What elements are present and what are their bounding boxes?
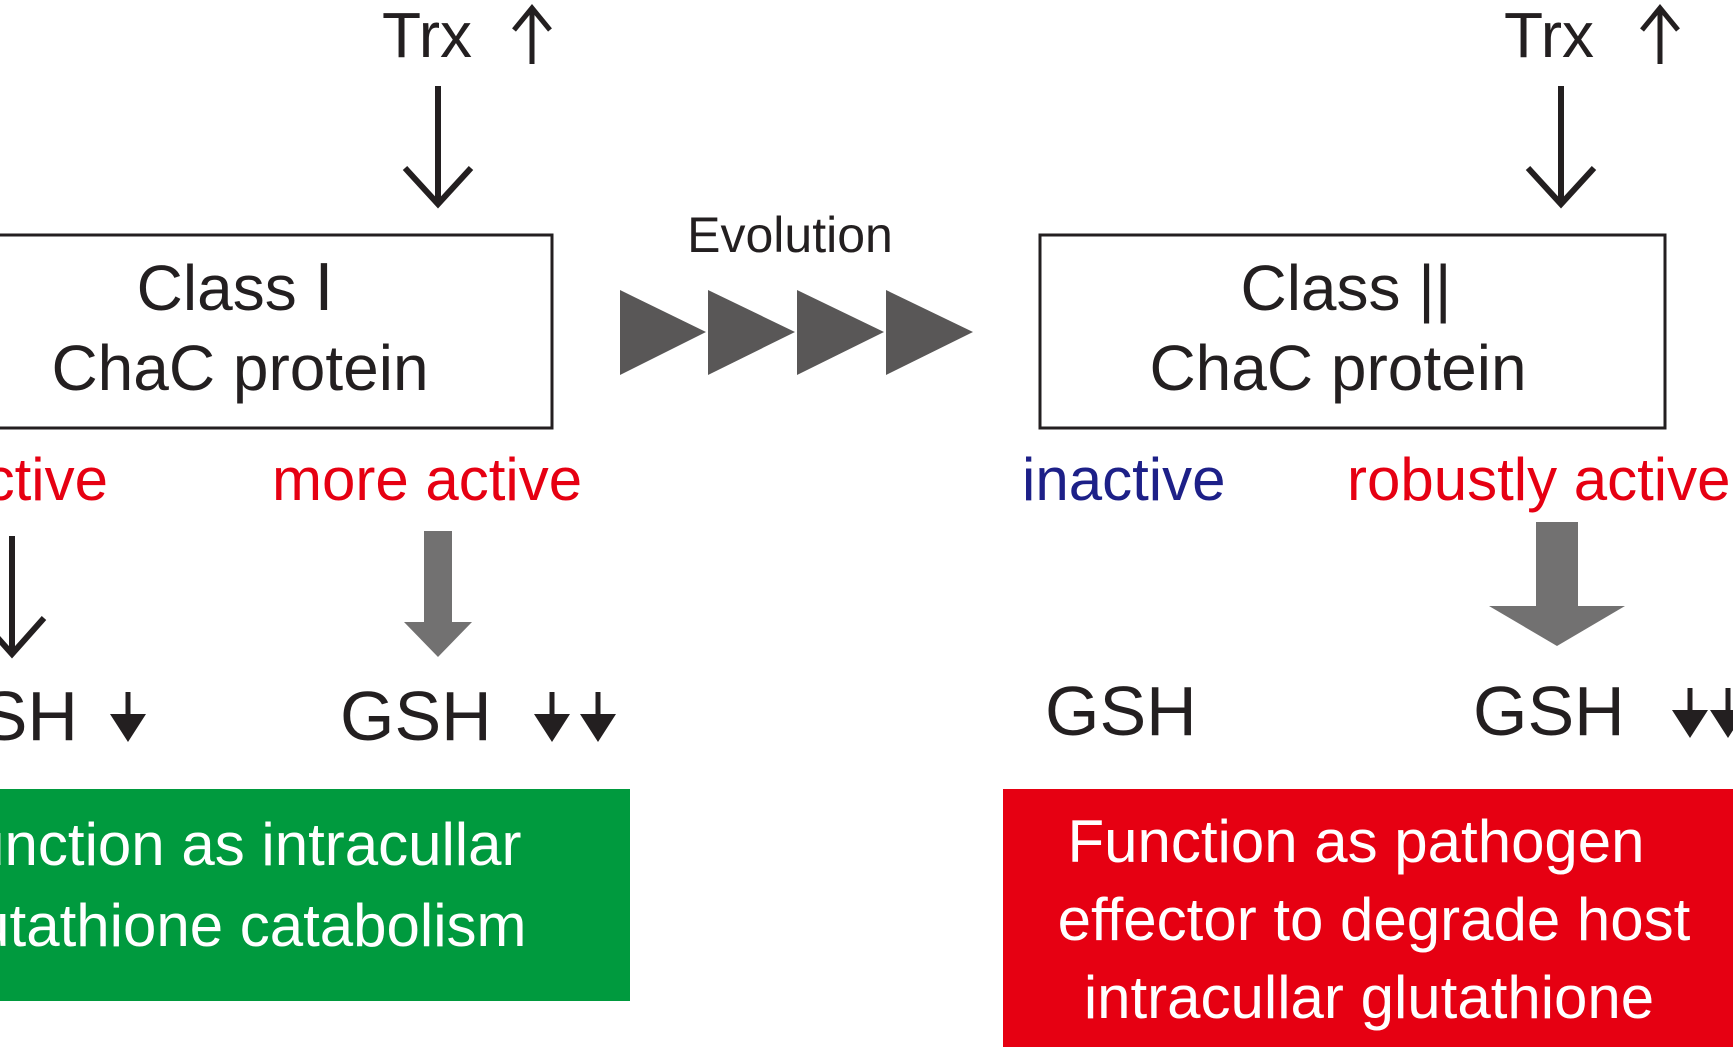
evolution-triangle-2-icon xyxy=(708,290,795,375)
right-gray-down-arrow-icon xyxy=(1489,522,1625,646)
left-protein-label: ChaC protein xyxy=(51,332,428,404)
left-function-box xyxy=(0,789,630,1001)
left-gsh-double-down-arrow-icon xyxy=(534,692,616,742)
right-trx-up-arrow-icon xyxy=(1640,4,1680,64)
left-gsh-single-down-arrow-icon xyxy=(110,692,146,742)
left-class-box xyxy=(0,233,554,430)
left-class-label: Class Ⅰ xyxy=(137,252,334,324)
right-class-label: Class || xyxy=(1240,252,1451,324)
left-gsh-a-label: GSH xyxy=(0,677,78,755)
left-function-line-2: glutathione catabolism xyxy=(0,892,527,959)
left-function-line-1: Function as intracullar xyxy=(0,811,521,878)
left-status-active: active xyxy=(0,446,108,513)
right-gsh-double-down-arrow-icon xyxy=(1672,688,1733,738)
right-panel: Trx Class || ChaC protein inactive robus… xyxy=(1003,0,1733,1047)
evolution-label: Evolution xyxy=(687,207,893,263)
right-gsh-b-label: GSH xyxy=(1473,672,1625,750)
left-panel: Trx Class Ⅰ ChaC protein active more act… xyxy=(0,0,630,1001)
right-trx-down-arrow-icon xyxy=(1525,86,1597,209)
left-status-more-active: more active xyxy=(272,446,582,513)
evolution-triangle-4-icon xyxy=(886,290,973,375)
left-gray-down-arrow-icon xyxy=(404,531,472,657)
evolution-section: Evolution xyxy=(620,207,973,375)
left-trx-up-arrow-icon xyxy=(512,4,552,64)
left-trx-label: Trx xyxy=(382,0,472,71)
right-function-line-2: effector to degrade host xyxy=(1058,886,1691,953)
right-function-line-3: intracullar glutathione xyxy=(1084,964,1654,1031)
right-trx-label: Trx xyxy=(1504,0,1594,71)
left-trx-down-arrow-icon xyxy=(402,86,474,209)
evolution-triangle-1-icon xyxy=(620,290,706,375)
right-status-robustly-active: robustly active xyxy=(1347,446,1731,513)
evolution-triangle-3-icon xyxy=(797,290,884,375)
left-gsh-b-label: GSH xyxy=(340,677,492,755)
right-gsh-a-label: GSH xyxy=(1045,672,1197,750)
right-protein-label: ChaC protein xyxy=(1149,332,1526,404)
right-status-inactive: inactive xyxy=(1022,446,1225,513)
left-black-down-arrow-icon xyxy=(0,536,47,659)
right-function-box xyxy=(1003,789,1733,1047)
right-function-line-1: Function as pathogen xyxy=(1067,808,1644,875)
right-class-box xyxy=(1038,233,1667,430)
